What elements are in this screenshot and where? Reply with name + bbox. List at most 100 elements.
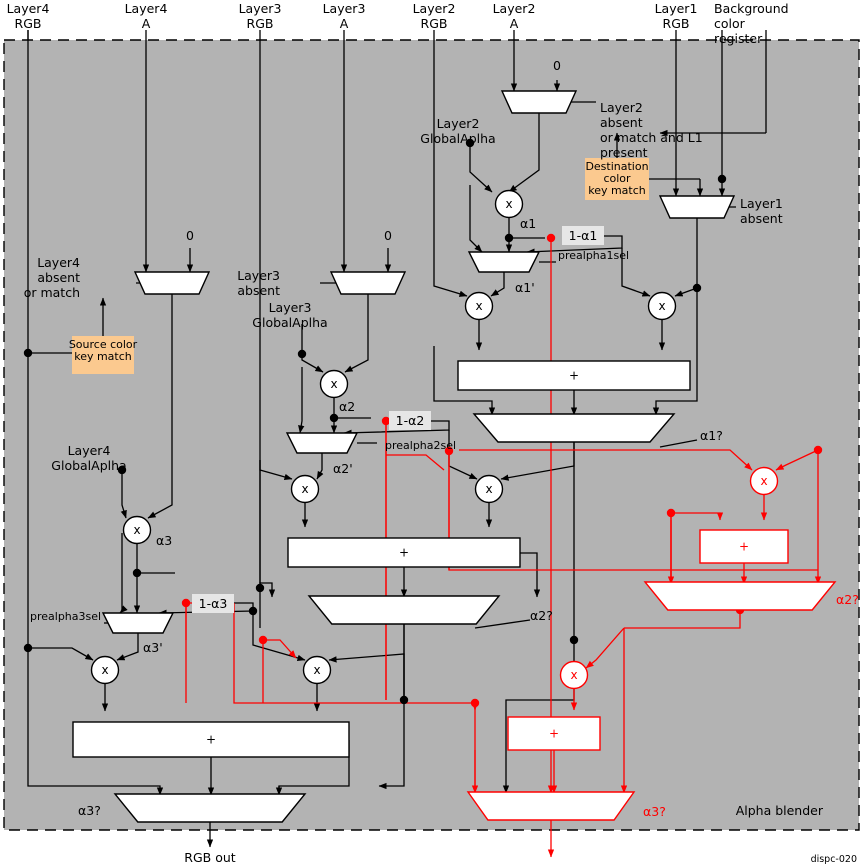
- alpha-label-alpha2: α2: [339, 399, 355, 414]
- multiplier-glyph-mul-alpha2: x: [330, 377, 337, 391]
- input-label-l4rgb: RGB: [15, 16, 42, 31]
- globalalpha-line-layer2-globalalpha: Layer2: [437, 116, 480, 131]
- mux-label-line-layer2-sel: Layer2: [600, 100, 643, 115]
- mux-mux-layer1[interactable]: [658, 195, 736, 219]
- mux-mux-layer4[interactable]: [133, 271, 211, 295]
- junction-dot: [399, 695, 409, 705]
- alpha-label-alpha3: α3: [156, 533, 172, 548]
- mux-body-mux-prealpha1[interactable]: [467, 251, 541, 273]
- globalalpha-line-layer3-globalalpha: Layer3: [269, 300, 312, 315]
- junction-dot: [329, 413, 339, 423]
- input-label-l3rgb: Layer3: [239, 1, 282, 16]
- input-label-bgreg: register: [714, 31, 763, 46]
- mux-label-line-layer4-sel: absent: [37, 270, 80, 285]
- multiplier-mul-alpha3p: x: [90, 655, 120, 685]
- mux-body-mux-prealpha2[interactable]: [285, 432, 359, 454]
- alpha-label-alpha2q: α2?: [530, 608, 553, 623]
- mux-mux-prealpha3[interactable]: [101, 612, 175, 634]
- multiplier-mul-mid2: x: [474, 474, 504, 504]
- source-color-key-match-text: key match: [74, 350, 132, 363]
- alpha-label-alpha2q-red: α2?: [836, 592, 859, 607]
- multiplier-circle-mul-alpha2: [319, 369, 349, 399]
- multiplier-mul-mid3: x: [302, 655, 332, 685]
- mux-mux-alpha3q[interactable]: [113, 793, 307, 823]
- mux-body-mux-layer1[interactable]: [658, 195, 736, 219]
- globalalpha-line-layer4-globalalpha: Layer4: [68, 443, 111, 458]
- adder-box-add-red-3: [507, 716, 601, 751]
- mux-body-mux-layer3[interactable]: [329, 271, 407, 295]
- multiplier-mul-alpha2p: x: [290, 474, 320, 504]
- source-color-key-match-text: Source color: [69, 338, 138, 351]
- mux-body-mux-alpha3q[interactable]: [113, 793, 307, 823]
- mux-mux-alpha2q-red[interactable]: [643, 581, 837, 611]
- input-label-l2a: A: [510, 16, 519, 31]
- input-label-l2a: Layer2: [493, 1, 536, 16]
- inverter-inv-alpha1: 1-α1: [562, 226, 604, 245]
- mux-body-mux-layer4[interactable]: [133, 271, 211, 295]
- inverter-box-inv-alpha3: [192, 594, 234, 613]
- mux-body-mux-prealpha3[interactable]: [101, 612, 175, 634]
- mux-mux-alpha1q[interactable]: [472, 413, 676, 443]
- constant-zero-l3: 0: [384, 228, 392, 243]
- mux-mux-layer2[interactable]: [500, 90, 578, 114]
- source-color-key-match-box: [72, 336, 134, 374]
- blender-body-background: [4, 40, 859, 830]
- mux-mux-alpha3q-red[interactable]: [466, 791, 636, 821]
- destination-color-key-match-text: color: [603, 172, 631, 185]
- multiplier-glyph-mul-mid3: x: [313, 663, 320, 677]
- red-signal-wires: [185, 238, 822, 858]
- mux-mux-layer3[interactable]: [329, 271, 407, 295]
- junction-dot: [444, 446, 454, 456]
- input-label-bgreg: color: [714, 16, 746, 31]
- junction-dot: [666, 508, 676, 518]
- destination-color-key-match-text: Destination: [585, 160, 648, 173]
- multiplier-mul-l1: x: [647, 291, 677, 321]
- mux-body-mux-alpha2q-red[interactable]: [643, 581, 837, 611]
- input-label-l1rgb: RGB: [663, 16, 690, 31]
- mux-label-line-layer2-sel: present: [600, 145, 648, 160]
- junction-dot: [255, 583, 265, 593]
- globalalpha-line-layer4-globalalpha: GlobalAplha: [51, 458, 126, 473]
- sel-label-prealpha1sel: prealpha1sel: [558, 249, 629, 262]
- multiplier-glyph-mul-alpha3: x: [133, 523, 140, 537]
- diagram-labels: Layer4RGBLayer4ALayer3RGBLayer3ALayer2RG…: [7, 1, 859, 865]
- multiplier-glyph-mul-alpha1p: x: [475, 299, 482, 313]
- mux-label-line-layer3-sel: absent: [237, 283, 280, 298]
- input-label-l3rgb: RGB: [247, 16, 274, 31]
- multiplier-glyph-mul-red3: x: [570, 668, 577, 682]
- mux-mux-prealpha1[interactable]: [467, 251, 541, 273]
- multiplier-circle-mul-red2: [749, 466, 779, 496]
- input-label-l3a: A: [340, 16, 349, 31]
- mux-body-mux-alpha1q[interactable]: [472, 413, 676, 443]
- rgb-out-label: RGB out: [184, 850, 235, 865]
- inverter-label-inv-alpha2: 1-α2: [396, 413, 425, 428]
- mux-mux-alpha2q[interactable]: [307, 595, 501, 625]
- multiplier-glyph-mul-mid2: x: [485, 482, 492, 496]
- adder-glyph-add-3: +: [206, 733, 216, 747]
- alpha-label-alpha1q: α1?: [700, 428, 723, 443]
- alpha-label-alpha1: α1: [520, 216, 536, 231]
- mux-mux-prealpha2[interactable]: [285, 432, 359, 454]
- multiplier-mul-alpha1p: x: [464, 291, 494, 321]
- junction-dot: [132, 568, 142, 578]
- multiplier-circle-mul-red3: [559, 660, 589, 690]
- multiplier-circle-mul-alpha1: [494, 189, 524, 219]
- diagram-caption: dispc-020: [811, 854, 857, 865]
- mux-body-mux-alpha3q-red[interactable]: [466, 791, 636, 821]
- junction-dot: [546, 233, 556, 243]
- multiplier-glyph-mul-alpha2p: x: [301, 482, 308, 496]
- mux-body-mux-layer2[interactable]: [500, 90, 578, 114]
- inverter-label-inv-alpha3: 1-α3: [199, 596, 228, 611]
- junction-dot: [465, 138, 475, 148]
- alpha-label-alpha3q: α3?: [78, 803, 101, 818]
- mux-body-mux-alpha2q[interactable]: [307, 595, 501, 625]
